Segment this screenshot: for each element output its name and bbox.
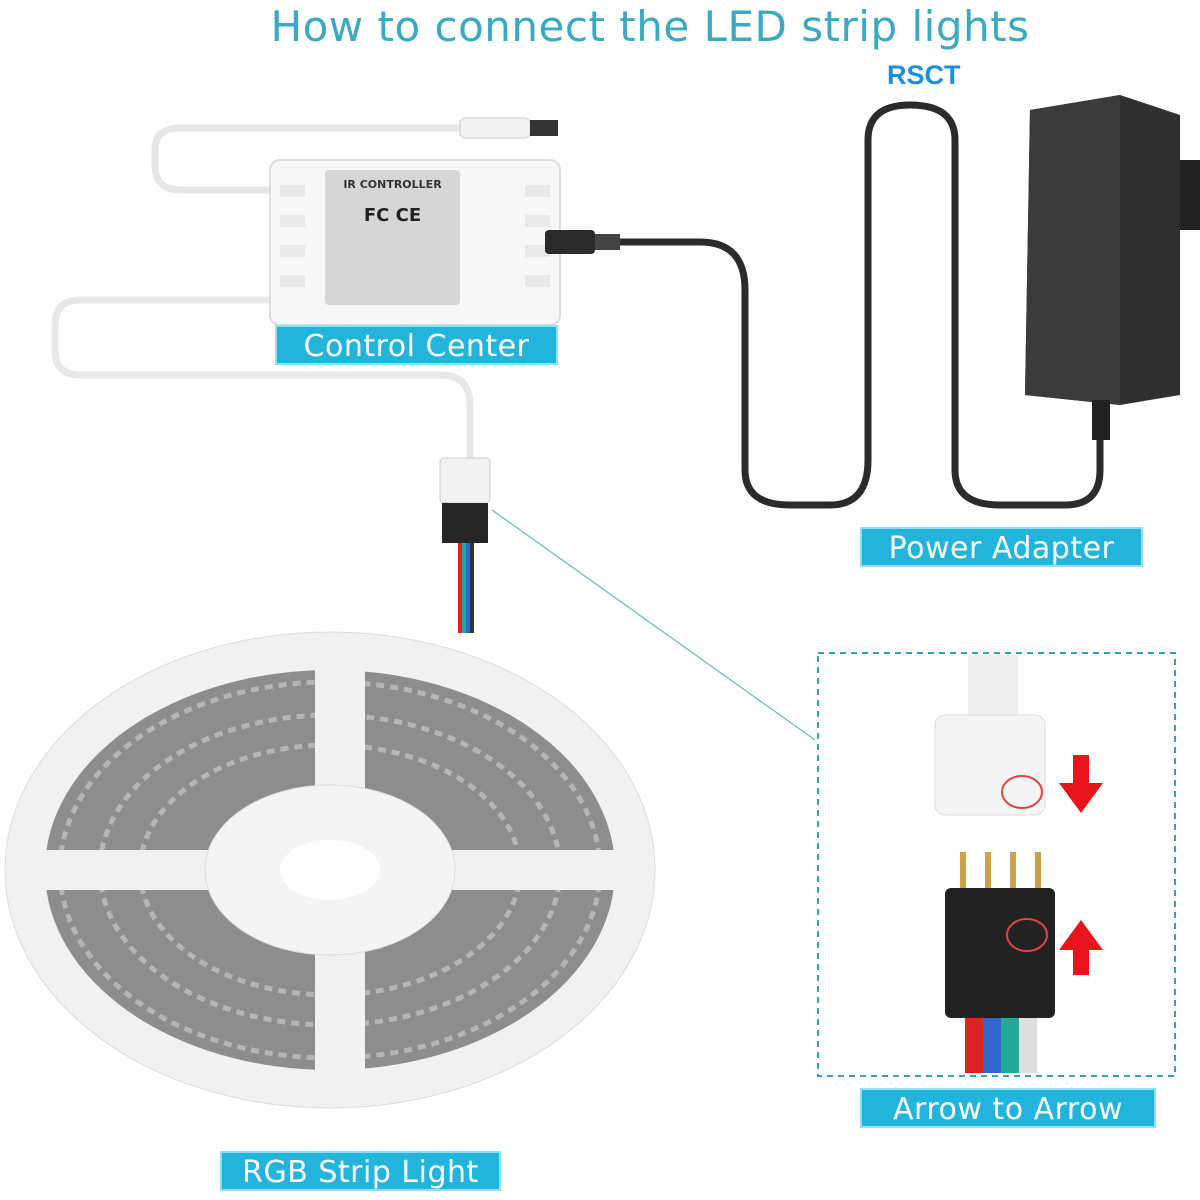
brand-logo: RSCT: [887, 60, 961, 90]
arrow-to-arrow-label: Arrow to Arrow: [860, 1088, 1156, 1128]
certification-marks: FC CE: [363, 205, 422, 226]
arrow-down-icon: [1059, 755, 1103, 813]
power-cable: [620, 101, 1104, 509]
power-adapter-body: [1025, 95, 1200, 440]
controller-heading: IR CONTROLLER: [343, 178, 442, 191]
dc-jack: [545, 230, 620, 254]
callout-line: [491, 509, 816, 741]
arrow-up-icon: [1059, 920, 1103, 975]
male-connector-detail: [945, 852, 1055, 1073]
power-adapter-label: Power Adapter: [860, 527, 1143, 567]
controller-input-cable: [151, 124, 460, 194]
dc-plug-white: [459, 117, 558, 139]
rgb-strip-light-label: RGB Strip Light: [220, 1151, 501, 1191]
controller-box: [269, 159, 561, 326]
led-strip-reel: [4, 631, 656, 1109]
detail-box: [817, 652, 1176, 1077]
controller-output-cable: [51, 296, 474, 460]
female-connector-detail: [934, 655, 1046, 816]
rgb-connector: [439, 457, 491, 633]
page-title: How to connect the LED strip lights: [270, 2, 1030, 51]
control-center-label: Control Center: [275, 325, 558, 365]
